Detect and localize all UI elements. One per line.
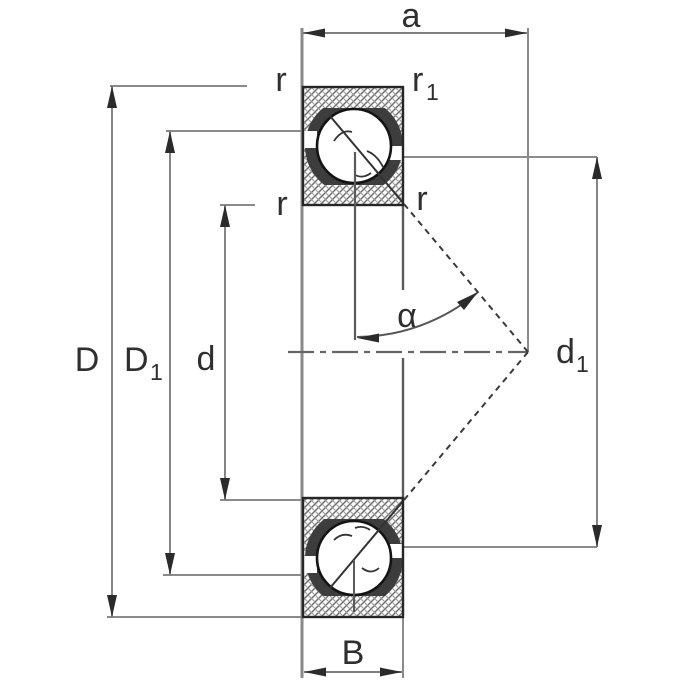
arrow-D-top (107, 86, 117, 108)
lower-contact-line-solid (329, 499, 403, 589)
bearing-outline-bottom (301, 496, 405, 619)
label-B: B (342, 634, 365, 672)
inner-ring-shoulder-bottom (389, 544, 403, 558)
inner-ring-band-bottom (303, 499, 403, 519)
arrow-d1-top (592, 157, 602, 179)
label-D1-base: D (124, 341, 149, 379)
label-a: a (402, 0, 421, 35)
arrow-a-right (505, 28, 527, 38)
outer-ring-groove-bottom (303, 556, 317, 573)
arrow-B-left (304, 667, 326, 677)
bearing-outline-top (301, 85, 405, 207)
label-r-outer-left: r (275, 61, 286, 99)
label-d1-subscript: 1 (576, 351, 589, 377)
lower-contact-line-dashed (403, 351, 529, 501)
inner-ring-band-top (303, 185, 403, 205)
label-r1-base: r (412, 61, 423, 99)
label-r-inner-right: r (416, 180, 427, 218)
label-d: d (197, 340, 216, 378)
bearing-section-top (303, 87, 403, 205)
label-D1-subscript: 1 (150, 359, 163, 385)
upper-contact-line-dashed (403, 203, 529, 353)
ball-raceway-marks-bottom (333, 525, 380, 573)
upper-contact-line-solid (329, 115, 403, 205)
angle-arrow-end (457, 292, 478, 310)
label-r1-subscript: 1 (426, 79, 439, 105)
label-d1-base: d (556, 333, 575, 371)
arrow-D1-bottom (165, 553, 175, 575)
arrow-d-bottom (220, 478, 230, 500)
label-r-inner-left: r (276, 185, 287, 223)
label-alpha: α (397, 297, 417, 335)
arrow-a-left (303, 28, 325, 38)
arrow-d1-bottom (592, 525, 602, 547)
inner-ring-shoulder-top (389, 146, 403, 160)
arrow-B-right (380, 667, 402, 677)
label-D: D (75, 341, 100, 379)
outer-ring-groove-top (303, 131, 317, 148)
dimension-arrows (107, 28, 602, 677)
contact-angle-arc (356, 292, 478, 338)
dimension-lines (111, 32, 598, 673)
ball-raceway-marks-top (333, 130, 384, 178)
arrow-D-bottom (107, 595, 117, 617)
angle-arrow-start (357, 333, 379, 343)
arrow-D1-top (165, 131, 175, 153)
arrow-d-top (220, 205, 230, 227)
outer-ring-band-top (303, 87, 403, 108)
